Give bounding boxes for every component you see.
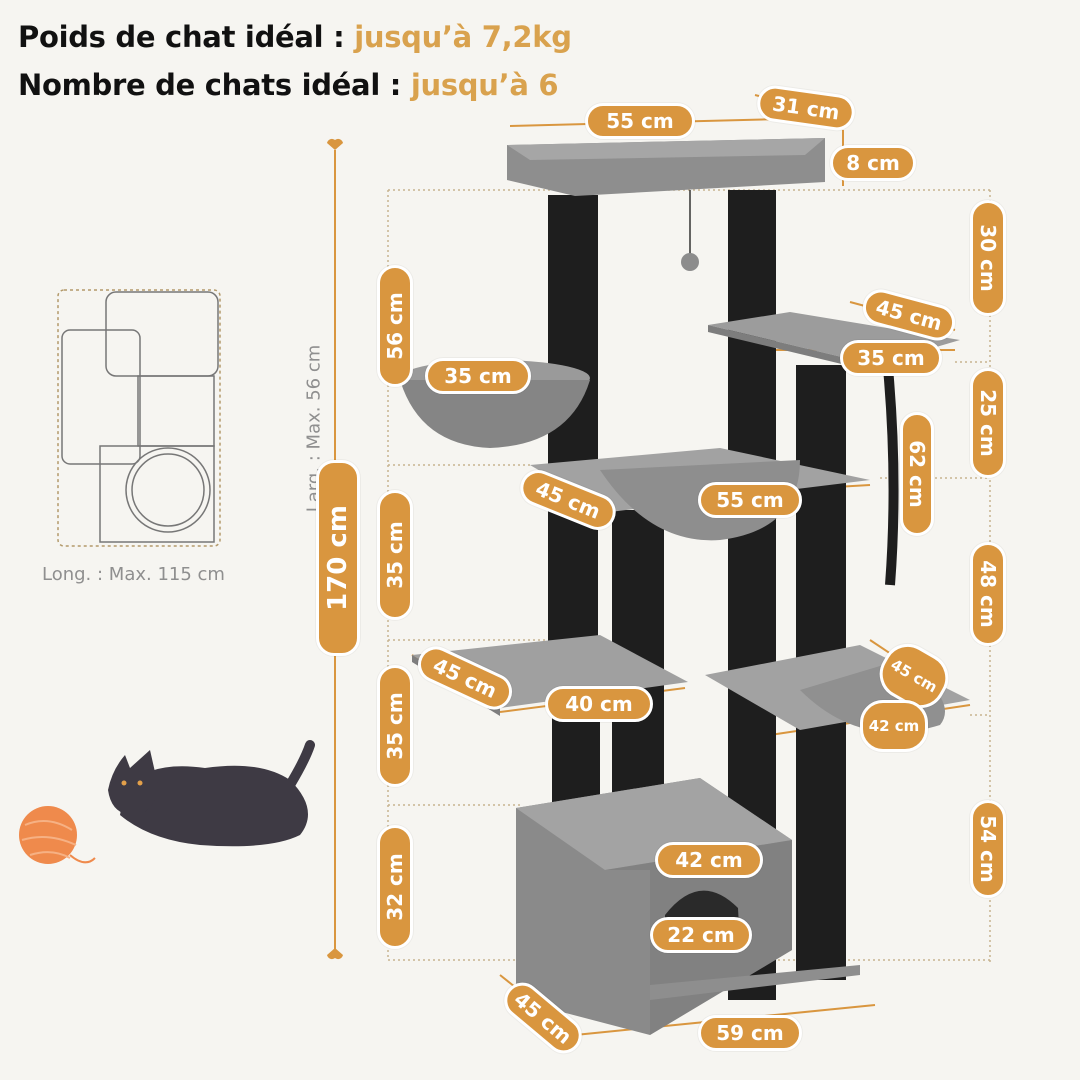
dim-right-gap-25: 25 cm bbox=[970, 368, 1006, 478]
yarn-ball bbox=[19, 806, 96, 864]
dim-hammock-width: 42 cm bbox=[860, 700, 928, 752]
dim-base-width: 59 cm bbox=[698, 1015, 802, 1051]
ideal-weight-label: Poids de chat idéal : bbox=[18, 20, 345, 54]
dim-top-gap: 30 cm bbox=[970, 200, 1006, 316]
dim-shelf-right-width: 35 cm bbox=[840, 340, 942, 376]
dim-condo-width: 42 cm bbox=[655, 842, 763, 878]
dim-upper-left-height: 56 cm bbox=[377, 265, 413, 387]
dim-mid-width: 55 cm bbox=[698, 482, 802, 518]
ideal-cats-label: Nombre de chats idéal : bbox=[18, 68, 402, 102]
dim-right-base-54: 54 cm bbox=[970, 800, 1006, 898]
dim-top-width: 55 cm bbox=[585, 103, 695, 139]
dim-basket-left-width: 35 cm bbox=[425, 358, 531, 394]
top-perch bbox=[507, 138, 825, 271]
dim-right-gap-48: 48 cm bbox=[970, 542, 1006, 646]
footprint-length-label: Long. : Max. 115 cm bbox=[42, 564, 225, 585]
dim-total-height: 170 cm bbox=[316, 460, 360, 656]
ideal-weight-value: jusqu’à 7,2kg bbox=[354, 20, 572, 54]
ideal-cats-line: Nombre de chats idéal : jusqu’à 6 bbox=[18, 68, 559, 102]
dim-left-gap-35-upper: 35 cm bbox=[377, 490, 413, 620]
ideal-weight-line: Poids de chat idéal : jusqu’à 7,2kg bbox=[18, 20, 572, 54]
dim-door-width: 22 cm bbox=[650, 917, 752, 953]
dim-low-shelf-width: 40 cm bbox=[545, 686, 653, 722]
cat-illustration bbox=[108, 740, 315, 847]
footprint-diagram bbox=[57, 289, 221, 547]
dim-condo-height: 32 cm bbox=[377, 825, 413, 949]
ideal-cats-value: jusqu’à 6 bbox=[410, 68, 559, 102]
dim-left-gap-35-lower: 35 cm bbox=[377, 665, 413, 787]
dim-rope-length: 62 cm bbox=[900, 412, 934, 536]
dim-top-thickness: 8 cm bbox=[830, 145, 916, 181]
